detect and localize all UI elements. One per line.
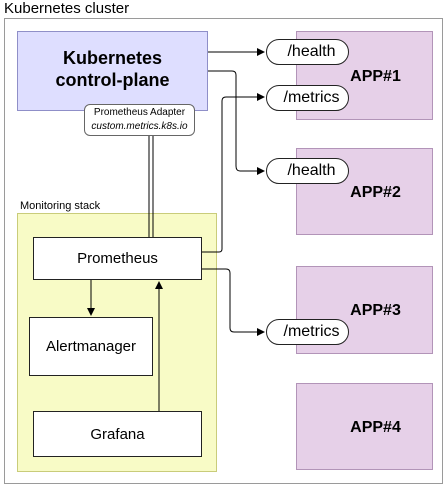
alertmanager-label: Alertmanager (45, 338, 137, 355)
app-1-metrics-endpoint: /metrics (266, 85, 349, 111)
app-4-box: APP#4 (296, 383, 433, 470)
prometheus-adapter-box: Prometheus Adapter custom.metrics.k8s.io (84, 104, 195, 136)
control-plane-box: Kubernetes control-plane (17, 31, 208, 111)
monitoring-stack-title: Monitoring stack (20, 200, 101, 212)
prometheus-label: Prometheus (77, 250, 158, 267)
prometheus-box: Prometheus (33, 237, 202, 280)
app-2-health-endpoint: /health (266, 158, 349, 184)
grafana-box: Grafana (33, 411, 202, 457)
adapter-api: custom.metrics.k8s.io (91, 121, 188, 132)
app-3-metrics-endpoint: /metrics (266, 319, 349, 345)
control-plane-line2: control-plane (55, 70, 170, 90)
cluster-title: Kubernetes cluster (4, 0, 130, 17)
alertmanager-box: Alertmanager (29, 317, 153, 376)
adapter-name: Prometheus Adapter (93, 107, 186, 118)
app-3-label: APP#3 (350, 302, 401, 319)
cluster-frame (4, 18, 443, 484)
app-2-label: APP#2 (350, 184, 401, 201)
grafana-label: Grafana (90, 425, 145, 443)
app-1-health-endpoint: /health (266, 39, 349, 65)
app-1-label: APP#1 (350, 68, 401, 85)
control-plane-line1: Kubernetes (62, 48, 162, 68)
app-4-label: APP#4 (350, 419, 401, 436)
